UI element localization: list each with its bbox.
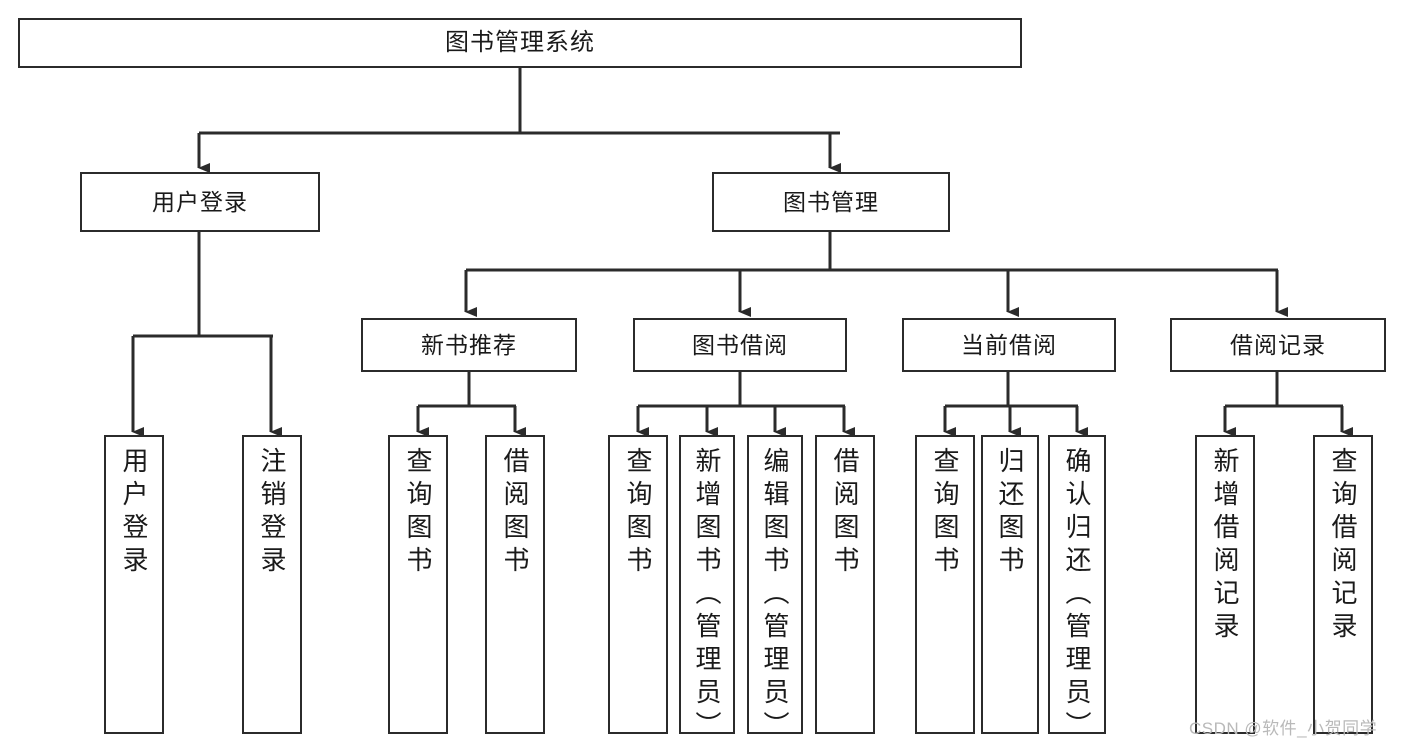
node-label: 查询借阅记录 — [1328, 447, 1358, 645]
node-label: 确认归还（管理员） — [1062, 447, 1092, 744]
leaf-records-add-record[interactable]: 新增借阅记录 — [1195, 435, 1255, 734]
node-label: 查询图书 — [930, 447, 960, 579]
csdn-watermark: CSDN @软件_小贺同学 — [1189, 719, 1378, 738]
leaf-current-borrow-query-books[interactable]: 查询图书 — [915, 435, 975, 734]
node-label: 图书管理系统 — [445, 29, 595, 57]
node-label: 新书推荐 — [421, 331, 517, 358]
leaf-current-borrow-return-books[interactable]: 归还图书 — [981, 435, 1039, 734]
node-label: 查询图书 — [623, 447, 653, 579]
node-user-login[interactable]: 用户登录 — [80, 172, 320, 232]
leaf-book-borrow-add-book-admin[interactable]: 新增图书（管理员） — [679, 435, 735, 744]
leaf-user-login-logout[interactable]: 注销登录 — [242, 435, 302, 734]
node-root-book-management-system[interactable]: 图书管理系统 — [18, 18, 1022, 68]
node-label: 归还图书 — [995, 447, 1025, 579]
leaf-records-query-record[interactable]: 查询借阅记录 — [1313, 435, 1373, 734]
leaf-new-book-borrow-books[interactable]: 借阅图书 — [485, 435, 545, 734]
node-current-borrowing[interactable]: 当前借阅 — [902, 318, 1116, 372]
leaf-new-book-query-books[interactable]: 查询图书 — [388, 435, 448, 734]
node-label: 借阅图书 — [500, 447, 530, 579]
node-label: 借阅记录 — [1230, 331, 1326, 358]
node-label: 注销登录 — [257, 447, 287, 579]
node-label: 新增借阅记录 — [1210, 447, 1240, 645]
leaf-current-borrow-confirm-return-admin[interactable]: 确认归还（管理员） — [1048, 435, 1106, 744]
leaf-book-borrow-edit-book-admin[interactable]: 编辑图书（管理员） — [747, 435, 803, 744]
node-book-management[interactable]: 图书管理 — [712, 172, 950, 232]
node-new-book-recommendation[interactable]: 新书推荐 — [361, 318, 577, 372]
node-label: 图书借阅 — [692, 331, 788, 358]
node-label: 用户登录 — [152, 188, 248, 215]
node-label: 图书管理 — [783, 188, 879, 215]
node-label: 编辑图书（管理员） — [760, 447, 790, 744]
node-borrowing-records[interactable]: 借阅记录 — [1170, 318, 1386, 372]
node-book-borrowing[interactable]: 图书借阅 — [633, 318, 847, 372]
node-label: 新增图书（管理员） — [692, 447, 722, 744]
node-label: 借阅图书 — [830, 447, 860, 579]
node-label: 当前借阅 — [961, 331, 1057, 358]
leaf-book-borrow-borrow-books[interactable]: 借阅图书 — [815, 435, 875, 734]
node-label: 查询图书 — [403, 447, 433, 579]
leaf-book-borrow-query-books[interactable]: 查询图书 — [608, 435, 668, 734]
node-label: 用户登录 — [119, 447, 149, 579]
leaf-user-login-login[interactable]: 用户登录 — [104, 435, 164, 734]
